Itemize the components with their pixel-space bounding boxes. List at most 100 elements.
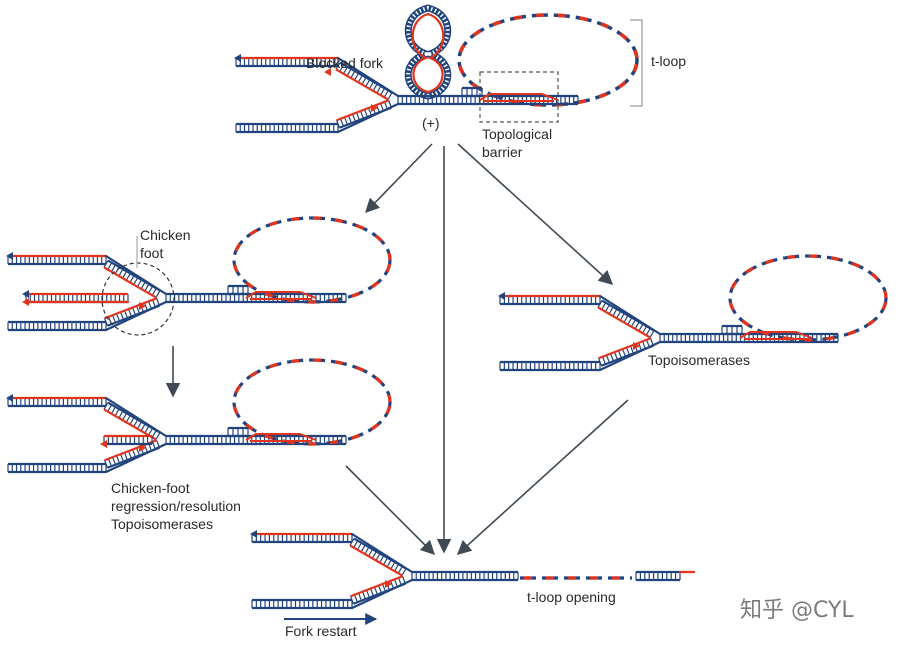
- strand: [366, 589, 370, 598]
- dna-strands: [6, 54, 888, 610]
- strand-arrowhead: [6, 394, 13, 402]
- strand: [365, 79, 371, 87]
- strand: [368, 107, 372, 116]
- topoisomerase-t-loop: [728, 254, 888, 342]
- strand: [144, 444, 148, 453]
- strand: [346, 68, 352, 77]
- chicken-foot-t-loop-red: [232, 216, 392, 304]
- strand: [622, 348, 626, 357]
- strand-arrowhead: [385, 580, 392, 588]
- strand: [368, 81, 374, 90]
- strand: [598, 358, 602, 366]
- strand: [382, 583, 386, 592]
- chicken-foot-top-diag: [103, 259, 161, 299]
- strand: [155, 432, 161, 440]
- strand: [626, 347, 630, 356]
- blocked-fork-top-arm: [235, 56, 339, 68]
- strand: [364, 109, 368, 118]
- strand: [349, 544, 403, 577]
- strand: [601, 302, 607, 310]
- restart-fork-top-diag: [349, 537, 407, 577]
- strand: [144, 302, 148, 311]
- chicken-foot-top-arm: [7, 254, 107, 266]
- strand: [120, 311, 124, 320]
- strand: [630, 345, 634, 354]
- t-loop-opening-label: t-loop opening: [527, 589, 616, 605]
- strand: [133, 277, 139, 285]
- strand: [394, 563, 400, 572]
- strand: [336, 99, 389, 122]
- arrow-top-to-chickenfoot: [364, 143, 433, 214]
- strand: [136, 421, 142, 430]
- strand: [352, 113, 356, 122]
- strand: [350, 70, 356, 79]
- fork-restart-label: Fork restart: [285, 623, 357, 639]
- strand: [335, 62, 341, 70]
- chicken-foot-extruded: [25, 292, 129, 304]
- strand-arrowhead: [100, 440, 107, 448]
- restart-fork-top-arm: [251, 532, 353, 544]
- strand: [612, 308, 618, 317]
- strand: [623, 315, 629, 323]
- strand: [610, 353, 614, 362]
- strand: [379, 555, 385, 563]
- strand: [386, 559, 392, 568]
- strand: [375, 553, 381, 561]
- strand: [129, 417, 135, 425]
- strand: [125, 415, 131, 423]
- topoisomerase-fork-bottom-diag: [598, 337, 654, 367]
- strand: [353, 582, 406, 605]
- strand: [364, 546, 370, 555]
- strand: [354, 594, 358, 603]
- strand: [638, 342, 642, 351]
- strand: [116, 313, 120, 322]
- t-loop-bracket: [630, 19, 643, 107]
- strand: [354, 72, 360, 81]
- strand: [627, 317, 633, 325]
- arrow-regression-to-restart: [345, 465, 436, 556]
- strand: [152, 441, 156, 450]
- strand: [614, 351, 618, 360]
- strand: [108, 458, 112, 467]
- strand-arrowhead: [498, 292, 505, 300]
- watermark: 知乎 @CYL: [740, 598, 854, 623]
- strand: [401, 568, 407, 576]
- topoisomerase-fork-top-arm: [499, 294, 601, 306]
- strand: [376, 104, 380, 113]
- invasion-stub: [721, 324, 743, 336]
- strand: [120, 453, 124, 462]
- strand: [133, 419, 139, 427]
- strand-arrowhead: [22, 298, 29, 306]
- regression-invasion: [245, 433, 317, 441]
- strand: [360, 544, 366, 553]
- strand-arrowhead: [371, 104, 378, 112]
- strand: [104, 460, 108, 468]
- strand: [114, 408, 120, 417]
- strand: [630, 319, 636, 328]
- strand: [356, 112, 360, 121]
- strand: [136, 447, 140, 456]
- quadruplex-knot: [404, 4, 452, 100]
- strand: [380, 103, 384, 112]
- strand: [353, 540, 359, 548]
- strand: [155, 290, 161, 298]
- strand: [122, 412, 128, 421]
- strand: [110, 264, 116, 273]
- strand: [618, 350, 622, 359]
- chicken-foot-stem: [165, 292, 347, 304]
- strand: [384, 101, 388, 110]
- strand: [380, 87, 386, 96]
- strand-arrowhead: [6, 252, 13, 260]
- strand-arrowhead: [139, 444, 146, 452]
- strand: [103, 266, 157, 299]
- strand: [148, 301, 152, 310]
- strand: [642, 325, 648, 334]
- topoisomerase-invasion: [739, 331, 813, 339]
- strand: [394, 579, 398, 588]
- strand: [335, 68, 389, 101]
- barrier-label: barrier: [482, 144, 523, 160]
- regression-t-loop: [232, 358, 392, 446]
- invasion-stub: [461, 86, 483, 98]
- strand: [383, 90, 389, 98]
- strand: [103, 402, 109, 410]
